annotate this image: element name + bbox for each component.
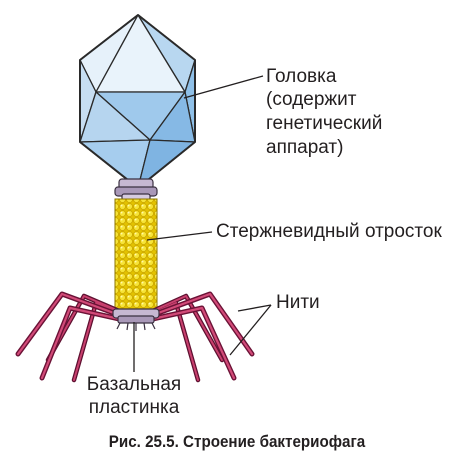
leader-line-fibers-1	[237, 304, 272, 312]
leader-lines	[133, 75, 272, 372]
leader-line-fibers-2	[229, 304, 272, 356]
label-fibers: Нити	[276, 292, 320, 313]
tail-fibers-front-highlight	[16, 292, 254, 380]
tail-sheath	[114, 198, 158, 312]
label-head-line-1: Головка	[266, 66, 337, 87]
collar	[114, 178, 158, 201]
leader-line-tail	[146, 231, 213, 241]
figure-caption: Рис. 25.5. Строение бактериофага	[108, 433, 366, 451]
label-baseplate-line-1: Базальная	[86, 374, 182, 395]
label-head-line-2: (содержит	[266, 89, 357, 110]
leader-line-head	[183, 75, 264, 99]
base-plate	[112, 308, 160, 331]
label-tail: Стержневидный отросток	[216, 221, 442, 242]
label-head-line-4: аппарат)	[266, 137, 344, 158]
label-baseplate-line-2: пластинка	[88, 397, 180, 418]
capsid-head	[79, 14, 196, 189]
label-head-line-3: генетический	[266, 113, 383, 134]
